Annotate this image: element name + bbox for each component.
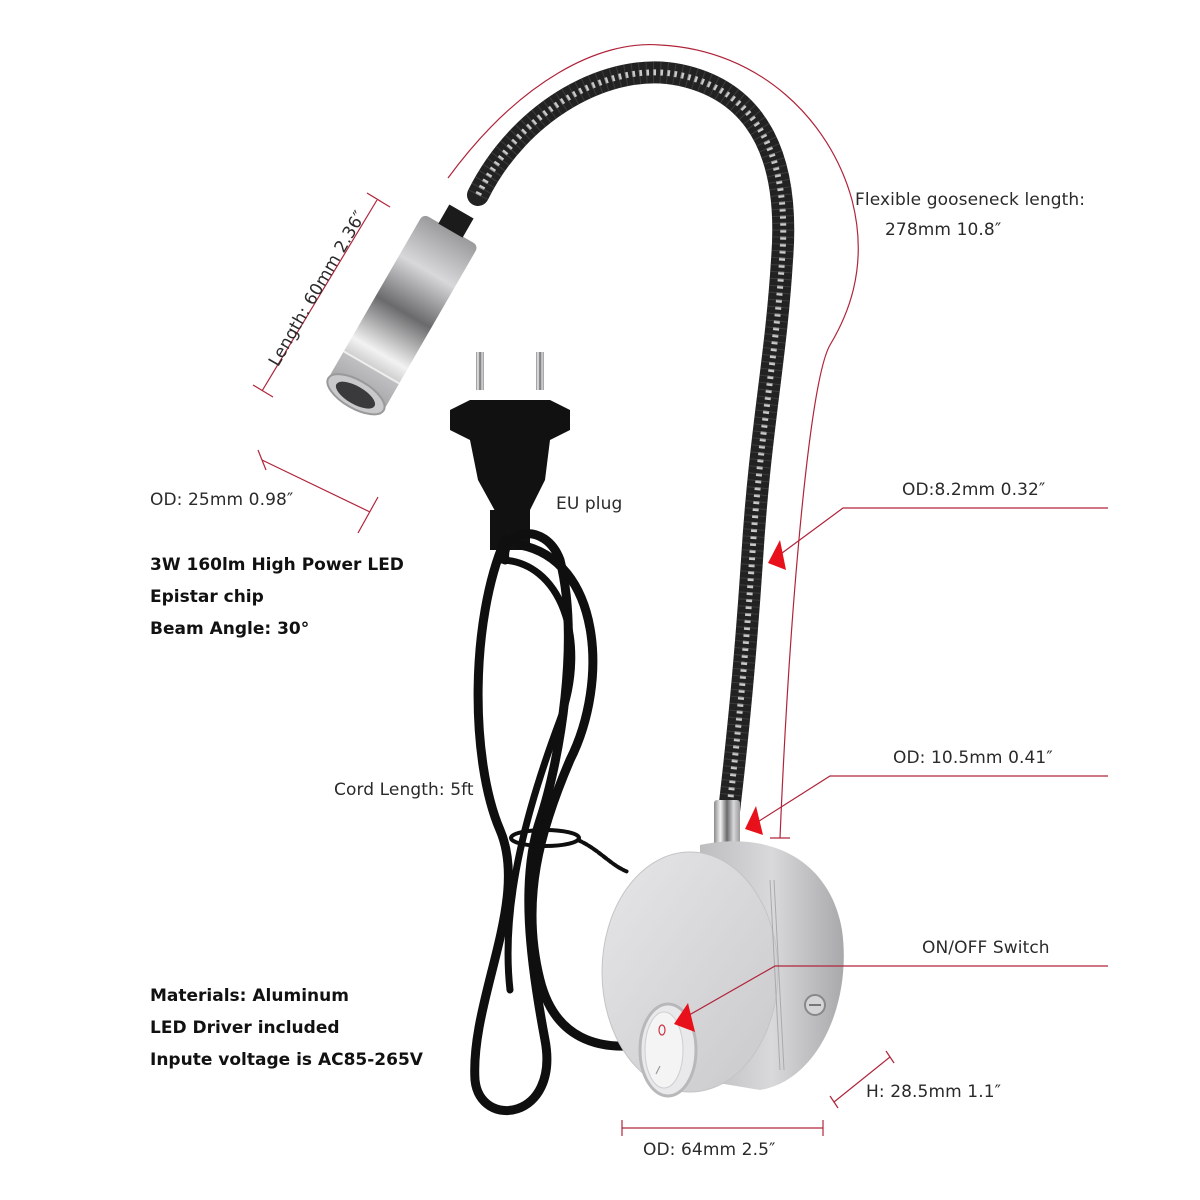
arrow-od-10-5 [745,806,763,835]
base-height-label: H: 28.5mm 1.1″ [866,1082,1002,1102]
spec-item: Inpute voltage is AC85-265V [150,1050,423,1070]
spec-item: LED Driver included [150,1018,340,1038]
arrowheads [674,540,786,1032]
lamp-head [326,204,477,416]
arrow-switch [674,1003,695,1032]
dimension-lines [252,43,1108,1136]
cord-length-label: Cord Length: 5ft [334,780,474,800]
od-base-tube-label: OD: 10.5mm 0.41″ [893,748,1053,768]
spec-list-top: 3W 160lm High Power LED Epistar chip Bea… [150,549,404,645]
gooseneck-length-value: 278mm 10.8″ [885,220,1002,240]
spec-item: Epistar chip [150,587,264,607]
eu-plug-label: EU plug [556,494,623,514]
spec-list-bottom: Materials: Aluminum LED Driver included … [150,980,423,1076]
eu-plug [450,352,570,550]
arrow-od-8-2 [768,540,786,570]
spec-item: Beam Angle: 30° [150,619,310,639]
head-od-label: OD: 25mm 0.98″ [150,490,294,510]
od-gooseneck-label: OD:8.2mm 0.32″ [902,480,1046,500]
spec-item: Materials: Aluminum [150,986,349,1006]
switch-label: ON/OFF Switch [922,938,1050,958]
power-cord [470,529,645,1116]
spec-item: 3W 160lm High Power LED [150,555,404,575]
gooseneck-length-title: Flexible gooseneck length: [855,190,1086,210]
base-housing [601,841,844,1098]
base-od-label: OD: 64mm 2.5″ [643,1140,776,1160]
